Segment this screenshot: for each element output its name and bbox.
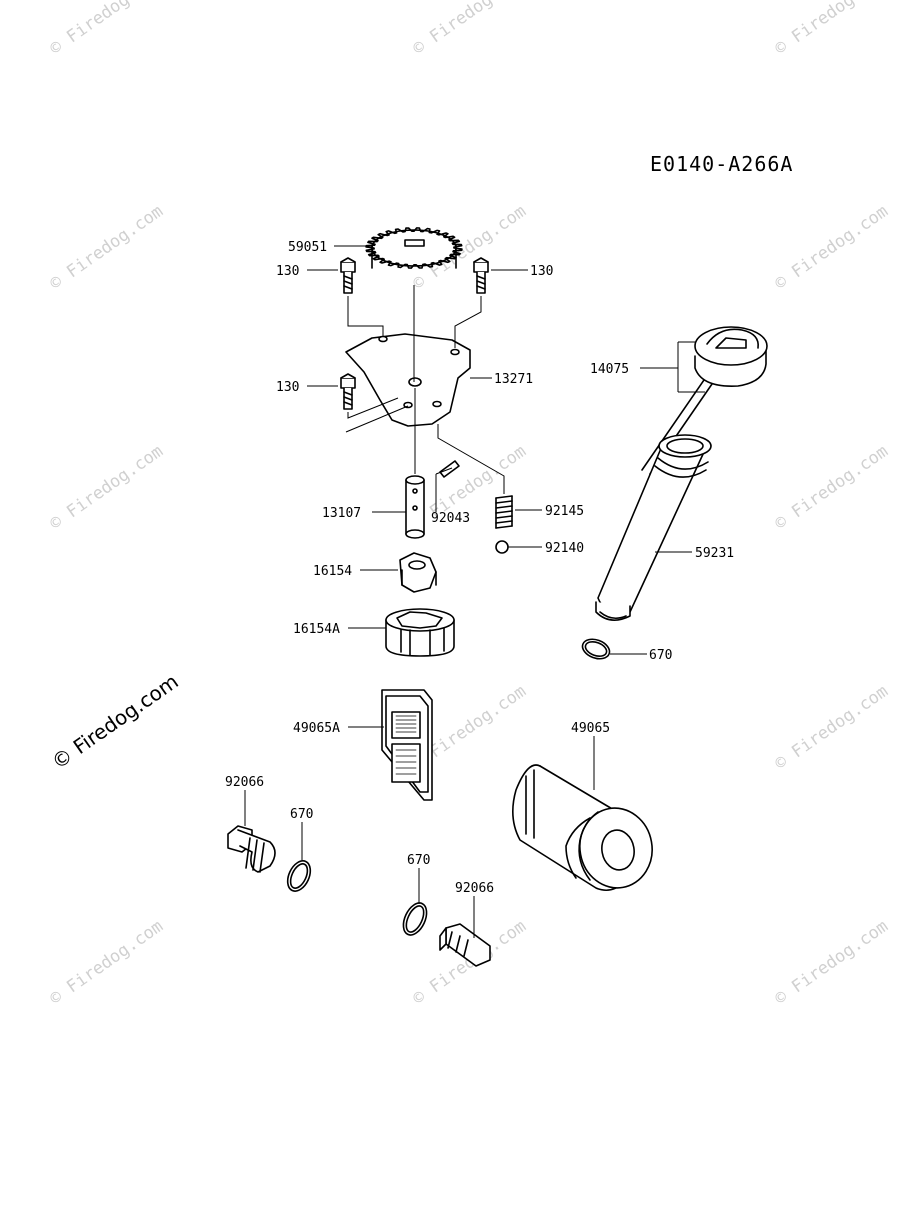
part-label: 92145 xyxy=(545,504,584,519)
part-label: 16154 xyxy=(313,564,352,579)
part-label: 130 xyxy=(530,264,553,279)
part-label: 49065A xyxy=(293,721,340,736)
drain-plug-icon xyxy=(439,923,491,967)
o-ring-icon xyxy=(402,902,428,936)
dipstick-cap-icon xyxy=(641,326,768,475)
o-ring-icon xyxy=(286,860,312,892)
diagram-code: E0140-A266A xyxy=(650,152,794,176)
part-label: 130 xyxy=(276,264,299,279)
watermark: © Firedog.com xyxy=(46,916,166,1009)
watermark: © Firedog.com xyxy=(771,916,891,1009)
gear-icon xyxy=(365,227,463,269)
strainer-icon xyxy=(381,689,433,801)
part-label: 92043 xyxy=(431,511,470,526)
part-label: 92066 xyxy=(225,775,264,790)
plate-icon xyxy=(345,333,471,427)
shaft-icon xyxy=(405,475,425,539)
part-labels: 59051 130 130 13271 130 13107 92043 9214… xyxy=(225,240,734,896)
bolt-icon xyxy=(340,257,356,294)
drain-plug-icon xyxy=(227,825,276,873)
watermark: © Firedog.com xyxy=(771,0,891,59)
part-label: 670 xyxy=(290,807,313,822)
watermark: © Firedog.com xyxy=(771,441,891,534)
part-label: 14075 xyxy=(590,362,629,377)
watermark-main: © Firedog.com xyxy=(47,669,183,774)
watermark: © Firedog.com xyxy=(46,201,166,294)
part-label: 130 xyxy=(276,380,299,395)
o-ring-icon xyxy=(405,905,425,933)
leader-lines xyxy=(244,245,705,938)
part-label: 49065 xyxy=(571,721,610,736)
part-label: 13271 xyxy=(494,372,533,387)
part-label: 670 xyxy=(407,853,430,868)
part-label: 92066 xyxy=(455,881,494,896)
outer-rotor-icon xyxy=(385,608,455,657)
watermark: © Firedog.com xyxy=(771,201,891,294)
o-ring-icon xyxy=(584,641,608,657)
spring-icon xyxy=(495,495,513,529)
part-label: 13107 xyxy=(322,506,361,521)
part-label: 92140 xyxy=(545,541,584,556)
watermark: © Firedog.com xyxy=(46,441,166,534)
watermark: © Firedog.com xyxy=(771,681,891,774)
o-ring-icon xyxy=(289,863,309,889)
part-label: 59231 xyxy=(695,546,734,561)
watermark: © Firedog.com xyxy=(46,0,166,59)
inner-rotor-icon xyxy=(399,552,437,593)
watermark: © Firedog.com xyxy=(409,0,529,59)
bolt-icon xyxy=(340,373,356,410)
part-label: 16154A xyxy=(293,622,340,637)
bolt-icon xyxy=(473,257,489,294)
part-label: 59051 xyxy=(288,240,327,255)
oil-filter-icon xyxy=(512,764,653,892)
oil-tube-icon xyxy=(595,434,712,621)
o-ring-icon xyxy=(581,638,611,660)
part-label: 670 xyxy=(649,648,672,663)
ball-icon xyxy=(495,540,509,554)
